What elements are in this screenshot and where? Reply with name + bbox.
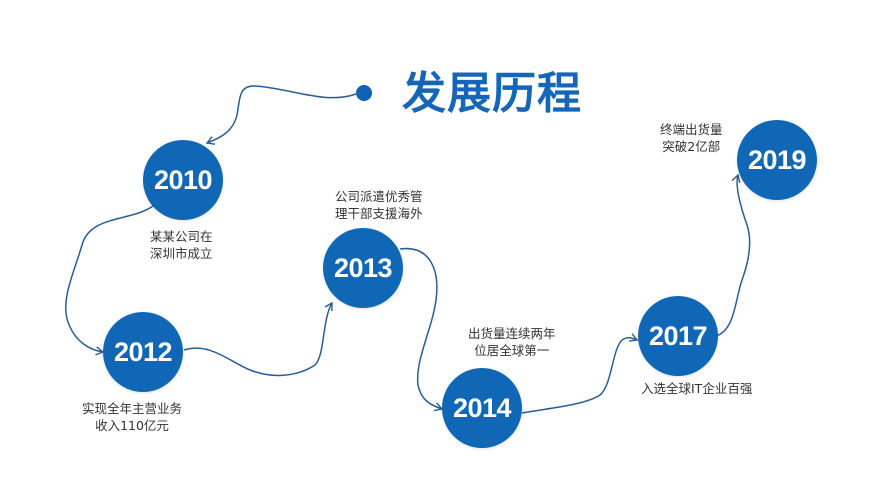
milestone-caption-2014: 出货量连续两年 位居全球第一: [468, 326, 556, 358]
milestone-node-2014: 2014: [442, 368, 522, 448]
page-title: 发展历程: [402, 68, 582, 119]
connector-2017-2019: [715, 173, 751, 337]
milestone-caption-2013: 公司派遣优秀管 理干部支援海外: [335, 189, 423, 221]
milestone-node-2017: 2017: [638, 296, 718, 376]
milestone-year: 2012: [113, 336, 173, 367]
milestone-node-2013: 2013: [323, 228, 403, 308]
milestone-year: 2013: [333, 252, 393, 283]
milestone-node-2010: 2010: [143, 140, 223, 220]
connector-2012-2013: [183, 301, 333, 377]
milestone-year: 2010: [153, 164, 213, 195]
milestone-caption-2019: 终端出货量 突破2亿部: [660, 122, 723, 154]
milestone-node-2019: 2019: [737, 120, 817, 200]
milestone-caption-2010: 某某公司在 深圳市成立: [150, 229, 213, 261]
connector-2014-link: [399, 247, 444, 412]
milestone-caption-2012: 实现全年主营业务 收入110亿元: [82, 401, 183, 433]
connector-start-2010: [205, 85, 357, 145]
milestone-node-2012: 2012: [103, 312, 183, 392]
connector-2014-2017: [521, 333, 639, 414]
connector-2010-2012: [64, 205, 154, 356]
milestone-year: 2017: [648, 320, 708, 351]
milestone-year: 2019: [747, 144, 807, 175]
milestone-caption-2017: 入选全球IT企业百强: [641, 381, 753, 396]
start-dot-icon: [356, 85, 372, 101]
milestone-year: 2014: [452, 392, 512, 423]
